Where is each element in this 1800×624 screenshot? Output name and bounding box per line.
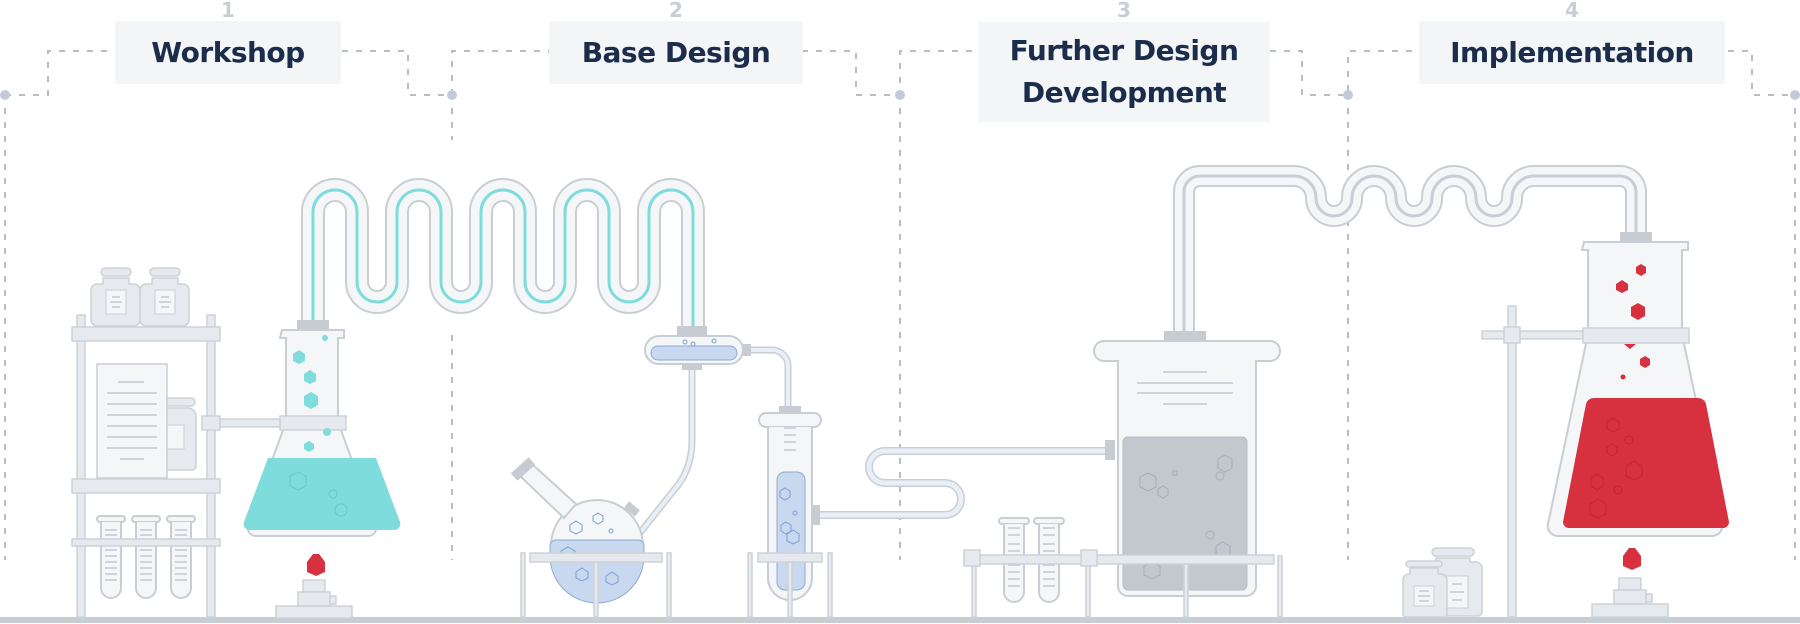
stage-1-header: Workshop [115, 21, 341, 84]
jar-icon [90, 267, 141, 327]
test-tube-icon [96, 515, 126, 599]
workshop-shelf [71, 267, 221, 618]
stage-title: Implementation [1450, 35, 1694, 69]
tube [625, 370, 696, 551]
stage-number: 2 [669, 0, 683, 22]
beaker-grey [1093, 331, 1281, 597]
test-tube-icon [166, 515, 196, 599]
connector-dot [0, 90, 10, 100]
stage-title: Base Design [581, 35, 771, 69]
erlenmeyer-flask-teal [243, 320, 401, 537]
stage-title: Workshop [151, 35, 305, 69]
connector-dot [1790, 90, 1800, 100]
s-tube [820, 447, 1108, 519]
coil-tube-grey [1173, 165, 1647, 334]
clamp [201, 415, 221, 431]
floor-line [0, 617, 1800, 623]
stage-number: 4 [1565, 0, 1579, 22]
tripod-stand [520, 552, 672, 618]
stage-2-header: Base Design [549, 21, 803, 84]
connector-dot [1343, 90, 1353, 100]
tube-stand [747, 552, 833, 618]
coil-tube-teal [301, 178, 705, 330]
test-tube-icon [131, 515, 161, 599]
flame-icon [307, 554, 325, 576]
connector-dot [895, 90, 905, 100]
reagent-jars [1402, 547, 1483, 618]
stage-number: 1 [221, 0, 235, 22]
flame-icon [1623, 548, 1641, 570]
bunsen-burner [1591, 548, 1669, 618]
stage-number: 3 [1117, 0, 1131, 22]
test-tube-rack [963, 517, 1283, 618]
jar-icon [139, 267, 190, 327]
document-icon [96, 363, 197, 479]
tube [751, 346, 792, 408]
bunsen-burner [275, 554, 353, 619]
condenser [644, 326, 751, 370]
connector-dot [447, 90, 457, 100]
erlenmeyer-flask-red [1546, 232, 1729, 538]
stage-4-header: Implementation [1419, 21, 1725, 84]
clamp-arm [219, 418, 283, 428]
stage-title: Further Design Development [1009, 34, 1239, 109]
stage-3-header: Further Design Development [978, 22, 1270, 122]
round-bottom-flask [510, 457, 645, 604]
